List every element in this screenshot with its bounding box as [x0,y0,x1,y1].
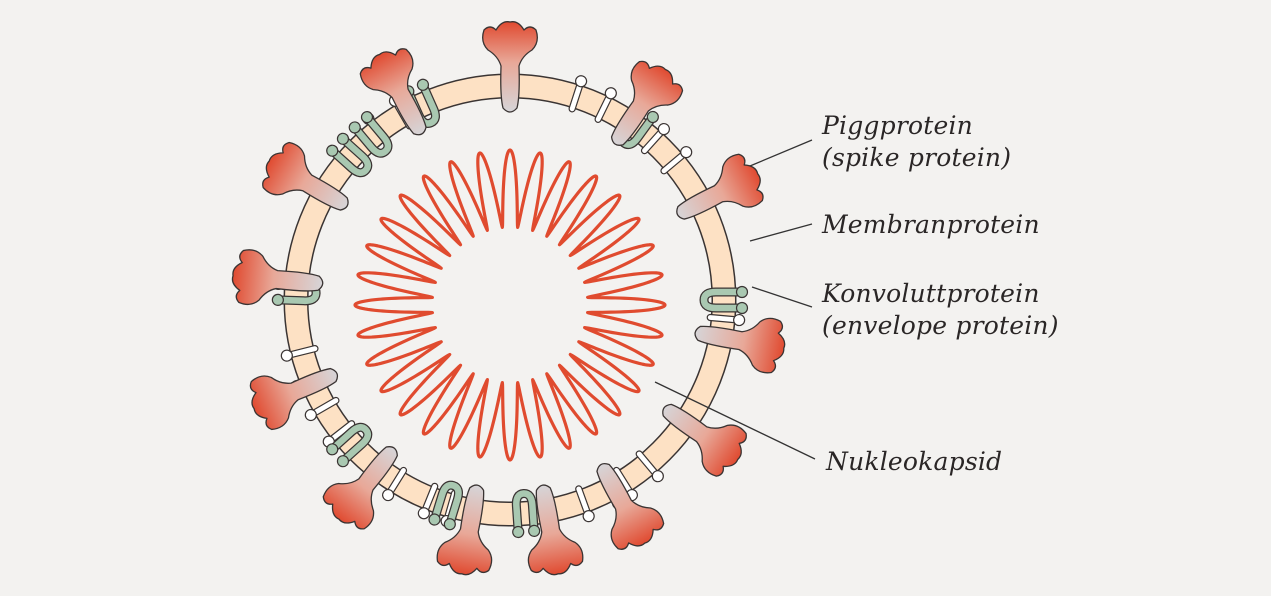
leader-line-membrane [749,223,813,242]
envelope-protein [382,466,408,502]
label-spike-protein: Piggprotein (spike protein) [822,110,1011,174]
spike-protein [249,367,339,431]
membrane-protein [511,489,541,539]
spike-protein [322,446,398,530]
spike-protein [436,484,493,576]
leader-line-envelope [751,286,813,308]
envelope-protein [280,345,319,362]
nucleocapsid [353,148,667,462]
envelope-protein [575,485,595,523]
envelope-protein [304,396,340,422]
spike-protein [359,48,427,136]
leader-line-spike [749,139,813,167]
spike-protein [482,21,538,113]
envelope-protein [594,87,617,123]
envelope-protein [417,482,439,520]
spike-protein [231,249,324,306]
envelope-protein [660,146,693,175]
label-spike-line2: (spike protein) [822,143,1012,172]
label-envelope-line1: Konvoluttprotein [822,279,1040,308]
label-membrane-line1: Membranprotein [822,210,1040,239]
spike-protein [676,153,764,220]
label-envelope-line2: (envelope protein) [822,311,1059,340]
spike-protein [262,141,349,211]
membrane-protein [326,132,373,178]
label-nucleocapsid-line1: Nukleokapsid [826,447,1003,476]
spike-proteins [231,21,786,576]
membrane-protein [326,422,373,468]
spike-protein [610,60,684,146]
label-spike-line1: Piggprotein [822,111,973,140]
membrane-protein [699,285,749,315]
membrane-protein [348,111,393,158]
envelope-protein [640,122,671,155]
nucleocapsid-strand [353,148,667,462]
label-membrane-protein: Membranprotein [822,209,1040,241]
spike-protein [596,462,665,550]
label-envelope-protein: Konvoluttprotein (envelope protein) [822,278,1059,342]
leader-lines [654,139,816,460]
spike-protein [527,484,584,576]
leader-line-nucleocapsid [654,381,816,460]
label-nucleocapsid: Nukleokapsid [826,446,1002,478]
membrane-protein [428,480,463,531]
envelope-protein [635,450,664,483]
spike-protein [662,403,747,477]
spike-protein [694,317,786,374]
envelope-protein [706,313,746,327]
envelope-protein [568,75,588,113]
